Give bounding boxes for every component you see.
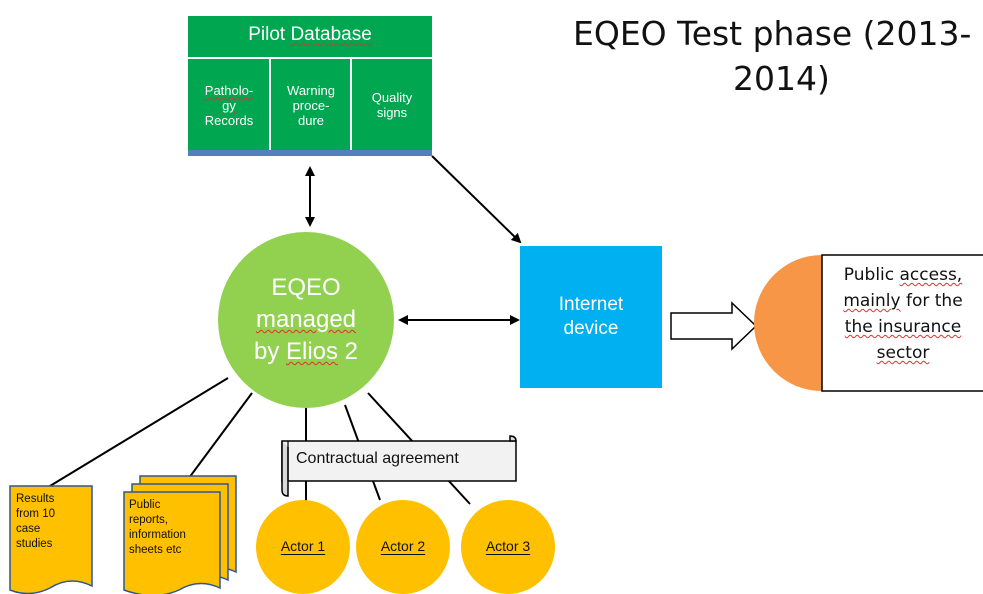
public-line-3: the insurance xyxy=(844,317,962,337)
doc2-line-3: information xyxy=(129,529,186,541)
actor-2-label: Actor 2 xyxy=(380,538,426,554)
public-line-1: Public access, xyxy=(824,262,982,288)
db-col-2-line-1: Warning xyxy=(287,82,335,98)
public-access-semicircle xyxy=(754,255,822,391)
eqeo-label-line-3-word: Elios xyxy=(285,338,339,365)
actor-1-circle xyxy=(256,500,350,594)
public-line-2-word: mainly xyxy=(843,291,901,311)
public-access-box xyxy=(821,254,983,392)
public-reports-document-text: Public reports, information sheets etc xyxy=(129,498,219,558)
database-header-bg xyxy=(188,16,432,58)
database-base-bar xyxy=(188,150,432,156)
doc2-line-1: Public xyxy=(129,499,161,511)
contractual-agreement-label: Contractual agreement xyxy=(296,450,459,467)
actor-1-label: Actor 1 xyxy=(280,538,326,554)
db-col-warning-procedure: Warning proce- dure xyxy=(272,66,350,144)
db-col-pathology-records: Patholo- gy Records xyxy=(190,66,268,144)
public-line-2: mainly for the xyxy=(824,288,982,314)
eqeo-label-line-1: EQEO xyxy=(271,274,341,301)
internet-label-line-1: Internet xyxy=(558,294,624,315)
db-col-1-line-2: gy xyxy=(222,97,236,113)
db-col-1-line-3: Records xyxy=(204,112,254,128)
public-line-4: sector xyxy=(876,343,930,363)
block-arrow xyxy=(670,301,758,351)
database-header: Pilot Database xyxy=(188,24,432,46)
eqeo-label: EQEO managed by Elios 2 xyxy=(218,272,394,368)
internet-device-label: Internet device xyxy=(520,293,662,341)
db-col-quality-signs: Quality signs xyxy=(353,66,431,144)
public-line-1-prefix: Public xyxy=(843,265,900,285)
contractual-scroll xyxy=(281,435,517,497)
eqeo-circle xyxy=(218,232,394,408)
db-col-3-line-1: Quality xyxy=(371,90,413,105)
internet-device-box xyxy=(520,246,662,388)
db-col-1-line-1: Patholo- xyxy=(204,82,254,98)
doc2-line-4: sheets etc xyxy=(129,544,182,556)
database-header-word: Database xyxy=(290,24,372,45)
doc1-line-3: case xyxy=(16,523,41,535)
actor-3-circle xyxy=(461,500,555,594)
public-access-label: Public access, mainly for the the insura… xyxy=(824,262,982,366)
db-col-3-line-2: signs xyxy=(376,105,408,120)
eqeo-label-line-3-prefix: by xyxy=(253,338,286,365)
database-header-prefix: Pilot xyxy=(248,24,291,45)
internet-label-line-2: device xyxy=(563,318,619,339)
results-document-text: Results from 10 case studies xyxy=(16,492,90,552)
pilot-database xyxy=(188,16,432,156)
actor-2-circle xyxy=(356,500,450,594)
db-col-2-line-3: dure xyxy=(297,112,325,128)
slide-title-line-2: 2014) xyxy=(733,59,830,98)
db-to-internet-arrow xyxy=(431,155,522,244)
doc2-line-2: reports, xyxy=(129,514,168,526)
public-line-1-word: access, xyxy=(899,265,963,285)
public-reports-document-stack xyxy=(123,475,237,594)
actor-3-label: Actor 3 xyxy=(485,538,531,554)
database-body-bg xyxy=(188,58,432,150)
eqeo-label-line-3-suffix: 2 xyxy=(338,338,359,365)
slide-title-line-1: EQEO Test phase (2013- xyxy=(573,14,972,53)
doc1-line-1: Results xyxy=(16,493,55,505)
db-col-2-line-2: proce- xyxy=(292,97,330,113)
eqeo-label-line-3: by Elios 2 xyxy=(218,336,394,368)
public-line-2-suffix: for the xyxy=(900,291,963,311)
doc1-line-2: from 10 xyxy=(16,508,55,520)
results-document-shape xyxy=(9,485,93,594)
eqeo-label-line-2: managed xyxy=(255,306,357,333)
doc1-line-4: studies xyxy=(16,538,53,550)
